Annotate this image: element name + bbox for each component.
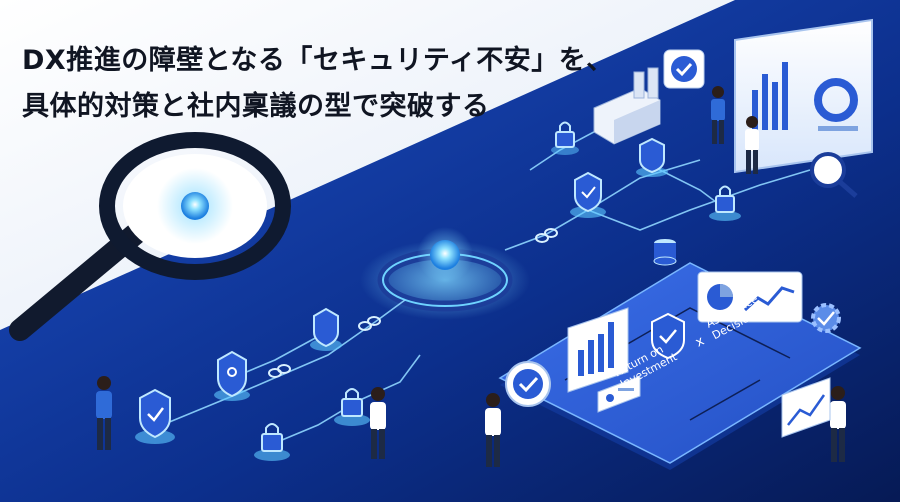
database-icon [653,239,677,266]
title-line-1: DX推進の障壁となる「セキュリティ不安」を、 [22,45,614,76]
line-chart-panel [781,377,831,438]
person-figure-5 [745,116,759,174]
dashboard-panel [734,18,873,174]
shield-icon-2 [214,350,250,401]
lock-icon-1 [254,423,290,461]
shield-check-icon [651,312,685,360]
pie-chart-panel [697,271,803,323]
chain-link-icons [268,228,558,378]
check-badge-icon [663,49,705,89]
search-icon [810,152,858,198]
factory-icon [593,67,661,145]
checkmark-circle-icon [505,361,551,407]
gear-icon [811,303,841,333]
lock-icon-3 [551,121,579,155]
shield-icon-4 [570,171,606,218]
person-figure-2 [370,387,386,459]
magnifier-icon [9,132,291,341]
person-figure-3 [485,393,501,467]
lock-icon-4 [709,185,741,221]
shield-icon-1 [135,388,175,444]
page-title: DX推進の障壁となる「セキュリティ不安」を、 具体的対策と社内稟議の型で突破する [22,38,614,130]
person-figure-4 [711,86,725,144]
document-card-icon [597,375,641,413]
bar-chart-panel [567,307,629,393]
lock-icon-2 [334,388,370,426]
person-figure-1 [96,376,112,450]
title-line-2: 具体的対策と社内稟議の型で突破する [22,91,490,122]
shield-icon-5 [636,137,668,177]
central-hub [360,227,530,320]
person-figure-6 [830,386,846,462]
shield-icon-3 [310,307,342,351]
